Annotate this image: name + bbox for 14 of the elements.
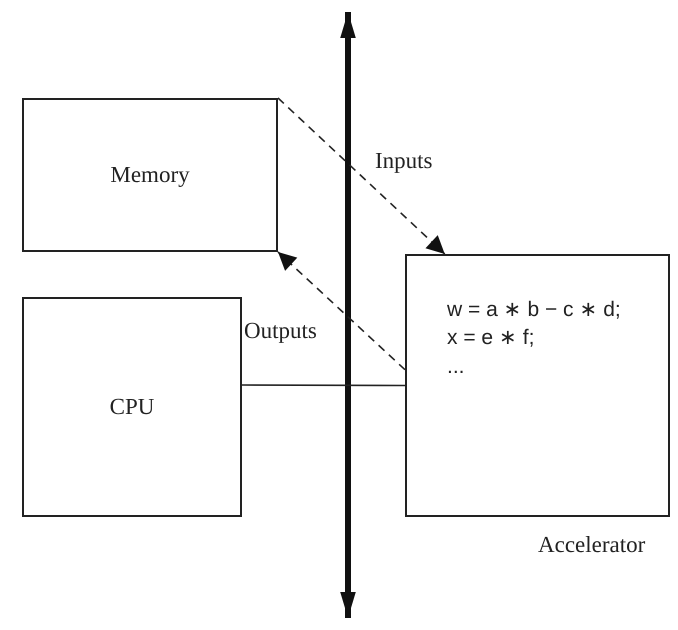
code-line: x = e ∗ f;	[447, 325, 534, 352]
box-label: CPU	[110, 393, 154, 422]
component-box	[22, 297, 242, 517]
dashed-arrow	[277, 251, 406, 370]
code-line: w = a ∗ b − c ∗ d;	[447, 297, 621, 323]
accelerator-box	[405, 254, 670, 517]
connector-line	[242, 384, 405, 386]
code-line: ...	[447, 354, 465, 380]
edge-label: Inputs	[375, 148, 432, 174]
box-caption: Accelerator	[538, 532, 646, 558]
dashed-arrow	[277, 97, 446, 255]
box-label: Memory	[110, 161, 190, 190]
component-box	[22, 98, 278, 252]
edge-label: Outputs	[244, 318, 317, 344]
